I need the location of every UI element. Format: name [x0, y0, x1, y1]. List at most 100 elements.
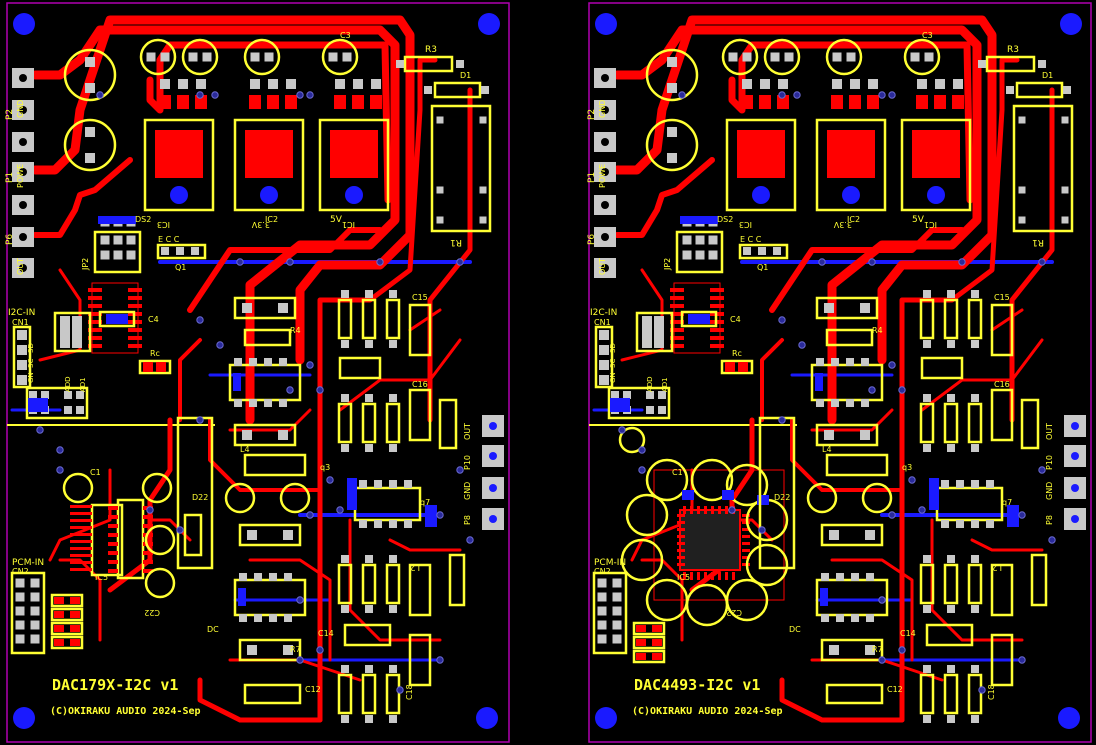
pad: [365, 444, 373, 452]
ic-pin: [88, 336, 102, 340]
pad: [365, 605, 373, 613]
connector-label-power: POWE: [598, 164, 607, 188]
pad: [612, 606, 622, 616]
via: [868, 258, 876, 266]
pad: [836, 573, 844, 581]
pad: [70, 625, 80, 632]
dac-pin: [690, 506, 693, 514]
pad: [599, 330, 609, 340]
regulator-pin: [868, 79, 878, 89]
dac-pin: [704, 572, 707, 580]
copyright-label: (C)OKIRAKU AUDIO 2024-Sep: [50, 706, 201, 717]
pad: [947, 555, 955, 563]
rc-label: Rc: [150, 349, 160, 358]
resistor-outline: [50, 593, 84, 608]
mounting-hole: [13, 13, 35, 35]
cap-outline: [990, 303, 1014, 357]
dac-pin: [725, 506, 728, 514]
pad: [341, 715, 349, 723]
dac-pin: [677, 542, 685, 545]
resistor-outline: [337, 563, 353, 605]
resistor-outline: [361, 298, 377, 340]
via: [778, 316, 786, 324]
via: [918, 506, 926, 514]
ic5-pin: [108, 551, 118, 555]
via: [1018, 511, 1026, 519]
power-trace: [427, 87, 473, 423]
regulator-outline: [233, 118, 305, 212]
signal-trace: [830, 558, 914, 662]
cap-outline: [903, 38, 941, 76]
resistor-outline: [943, 673, 959, 715]
cap-outline: [861, 482, 893, 514]
connector-hole: [601, 106, 609, 114]
pad: [156, 362, 166, 372]
pad: [54, 597, 64, 604]
regulator-pin-pad: [777, 95, 789, 109]
pad: [742, 52, 752, 62]
pad: [667, 127, 677, 137]
pad: [652, 639, 662, 646]
connector-label-out: OUT: [598, 258, 607, 275]
ic-pin: [88, 296, 102, 300]
regulator-hole: [345, 186, 363, 204]
resistor-outline: [820, 638, 884, 662]
pad: [341, 665, 349, 673]
pad: [612, 578, 622, 588]
cn2-label: CN2: [12, 567, 29, 576]
connector-hole: [601, 201, 609, 209]
power-trace: [769, 227, 965, 313]
pad: [597, 592, 607, 602]
right-label-p10: P10: [463, 455, 472, 470]
cap-outline: [990, 633, 1014, 687]
pad: [923, 444, 931, 452]
electrolytic-cap: [645, 48, 699, 102]
pad: [15, 606, 25, 616]
pad: [695, 235, 705, 245]
via: [436, 656, 444, 664]
ic-pin: [88, 344, 102, 348]
power-trace: [187, 227, 383, 313]
via: [1018, 656, 1026, 664]
via: [793, 91, 801, 99]
ic5-label: IC5: [95, 573, 108, 582]
dac-pin: [683, 572, 686, 580]
pad: [269, 614, 277, 622]
via: [56, 446, 64, 454]
via: [888, 511, 896, 519]
pad: [846, 52, 856, 62]
resistor-outline: [50, 607, 84, 622]
copyright-label: (C)OKIRAKU AUDIO 2024-Sep: [632, 706, 783, 717]
via: [958, 258, 966, 266]
connector-outline: [592, 571, 628, 655]
connector-outline: [12, 325, 32, 389]
resistor-outline: [243, 453, 307, 477]
cap-outline: [53, 311, 92, 353]
power-trace: [612, 25, 982, 425]
q7-label: q7: [420, 498, 430, 507]
ic-pin: [128, 296, 142, 300]
pad: [597, 606, 607, 616]
pad: [923, 715, 931, 723]
connector-label-p1: P1: [5, 172, 15, 183]
pad: [341, 290, 349, 298]
via: [211, 91, 219, 99]
via: [456, 466, 464, 474]
connector-hole: [489, 484, 497, 492]
pad: [652, 625, 662, 632]
resistor-outline: [943, 563, 959, 605]
c3-label: C3: [922, 31, 933, 40]
board-title: DAC179X-I2C v1: [52, 676, 178, 694]
dac-pin: [711, 506, 714, 514]
pad: [126, 235, 136, 245]
pad: [17, 375, 27, 385]
pad: [947, 444, 955, 452]
dac-pin: [677, 535, 685, 538]
cap-outline: [635, 311, 674, 353]
regulator-tab-pad: [155, 130, 203, 178]
jumper-bar: [98, 216, 136, 224]
pad: [191, 247, 199, 255]
c12-label: C12: [305, 685, 321, 694]
resistor-outline: [919, 563, 935, 605]
connector-label-out: OUT: [16, 258, 25, 275]
